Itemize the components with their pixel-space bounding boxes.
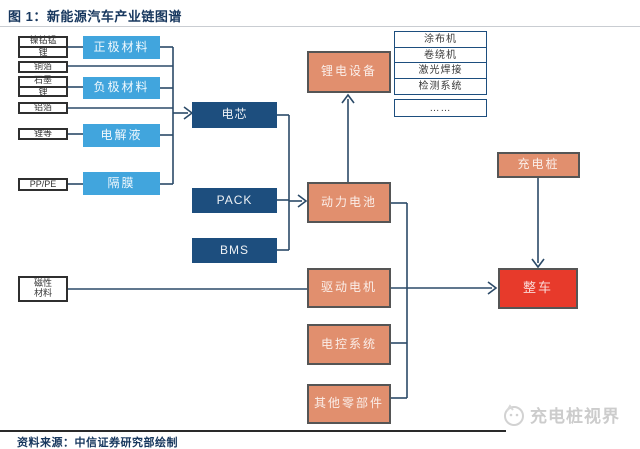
node-cathode-material: 正极材料 <box>83 36 160 59</box>
figure-title: 图 1：新能源汽车产业链图谱 <box>8 9 182 24</box>
node-charging-pile: 充电桩 <box>497 152 580 178</box>
node-li-battery-equipment: 锂电设备 <box>307 51 391 93</box>
node-ni-co-mn-li: 镍钴锰 锂 <box>18 35 68 58</box>
source-note: 资料来源：中信证券研究部绘制 <box>17 437 178 449</box>
equipment-row-laser-welding: 激光焊接 <box>394 62 487 79</box>
node-magnetic-line2: 材料 <box>33 288 52 298</box>
node-electrolyte: 电解液 <box>83 124 160 147</box>
node-ni-co-mn-li-line1: 镍钴锰 <box>29 35 57 46</box>
node-separator: 隔膜 <box>83 172 160 195</box>
node-graphite-li-line1: 石墨 <box>33 74 52 85</box>
node-vehicle: 整车 <box>498 268 578 309</box>
title-divider <box>0 26 640 27</box>
node-power-battery: 动力电池 <box>307 182 391 223</box>
node-other-parts: 其他零部件 <box>307 384 391 424</box>
node-lithium-etc: 锂等 <box>18 128 68 140</box>
node-battery-cell: 电芯 <box>192 102 277 128</box>
node-bms: BMS <box>192 238 277 263</box>
footer-divider <box>0 430 506 432</box>
node-magnetic-material: 磁性 材料 <box>18 276 68 302</box>
node-graphite-li: 石墨 锂 <box>18 74 68 98</box>
equipment-row-ellipsis: …… <box>394 99 487 117</box>
node-anode-material: 负极材料 <box>83 77 160 99</box>
watermark-label: 充电桩视界 <box>530 407 620 426</box>
node-copper-foil: 铜箔 <box>18 61 68 73</box>
watermark: 充电桩视界 <box>502 402 620 427</box>
equipment-row-winding-machine: 卷绕机 <box>394 46 487 64</box>
watermark-logo-icon <box>504 403 524 426</box>
node-graphite-li-line2: 锂 <box>20 85 66 98</box>
node-magnetic-line1: 磁性 <box>33 278 52 289</box>
node-control-system: 电控系统 <box>307 324 391 365</box>
node-aluminum-foil: 铝箔 <box>18 102 68 114</box>
equipment-row-testing-system: 检测系统 <box>394 77 487 95</box>
node-pp-pe: PP/PE <box>18 178 68 191</box>
node-ni-co-mn-li-line2: 锂 <box>20 46 66 58</box>
equipment-row-coating-machine: 涂布机 <box>394 31 487 48</box>
node-pack: PACK <box>192 188 277 213</box>
node-drive-motor: 驱动电机 <box>307 268 391 308</box>
